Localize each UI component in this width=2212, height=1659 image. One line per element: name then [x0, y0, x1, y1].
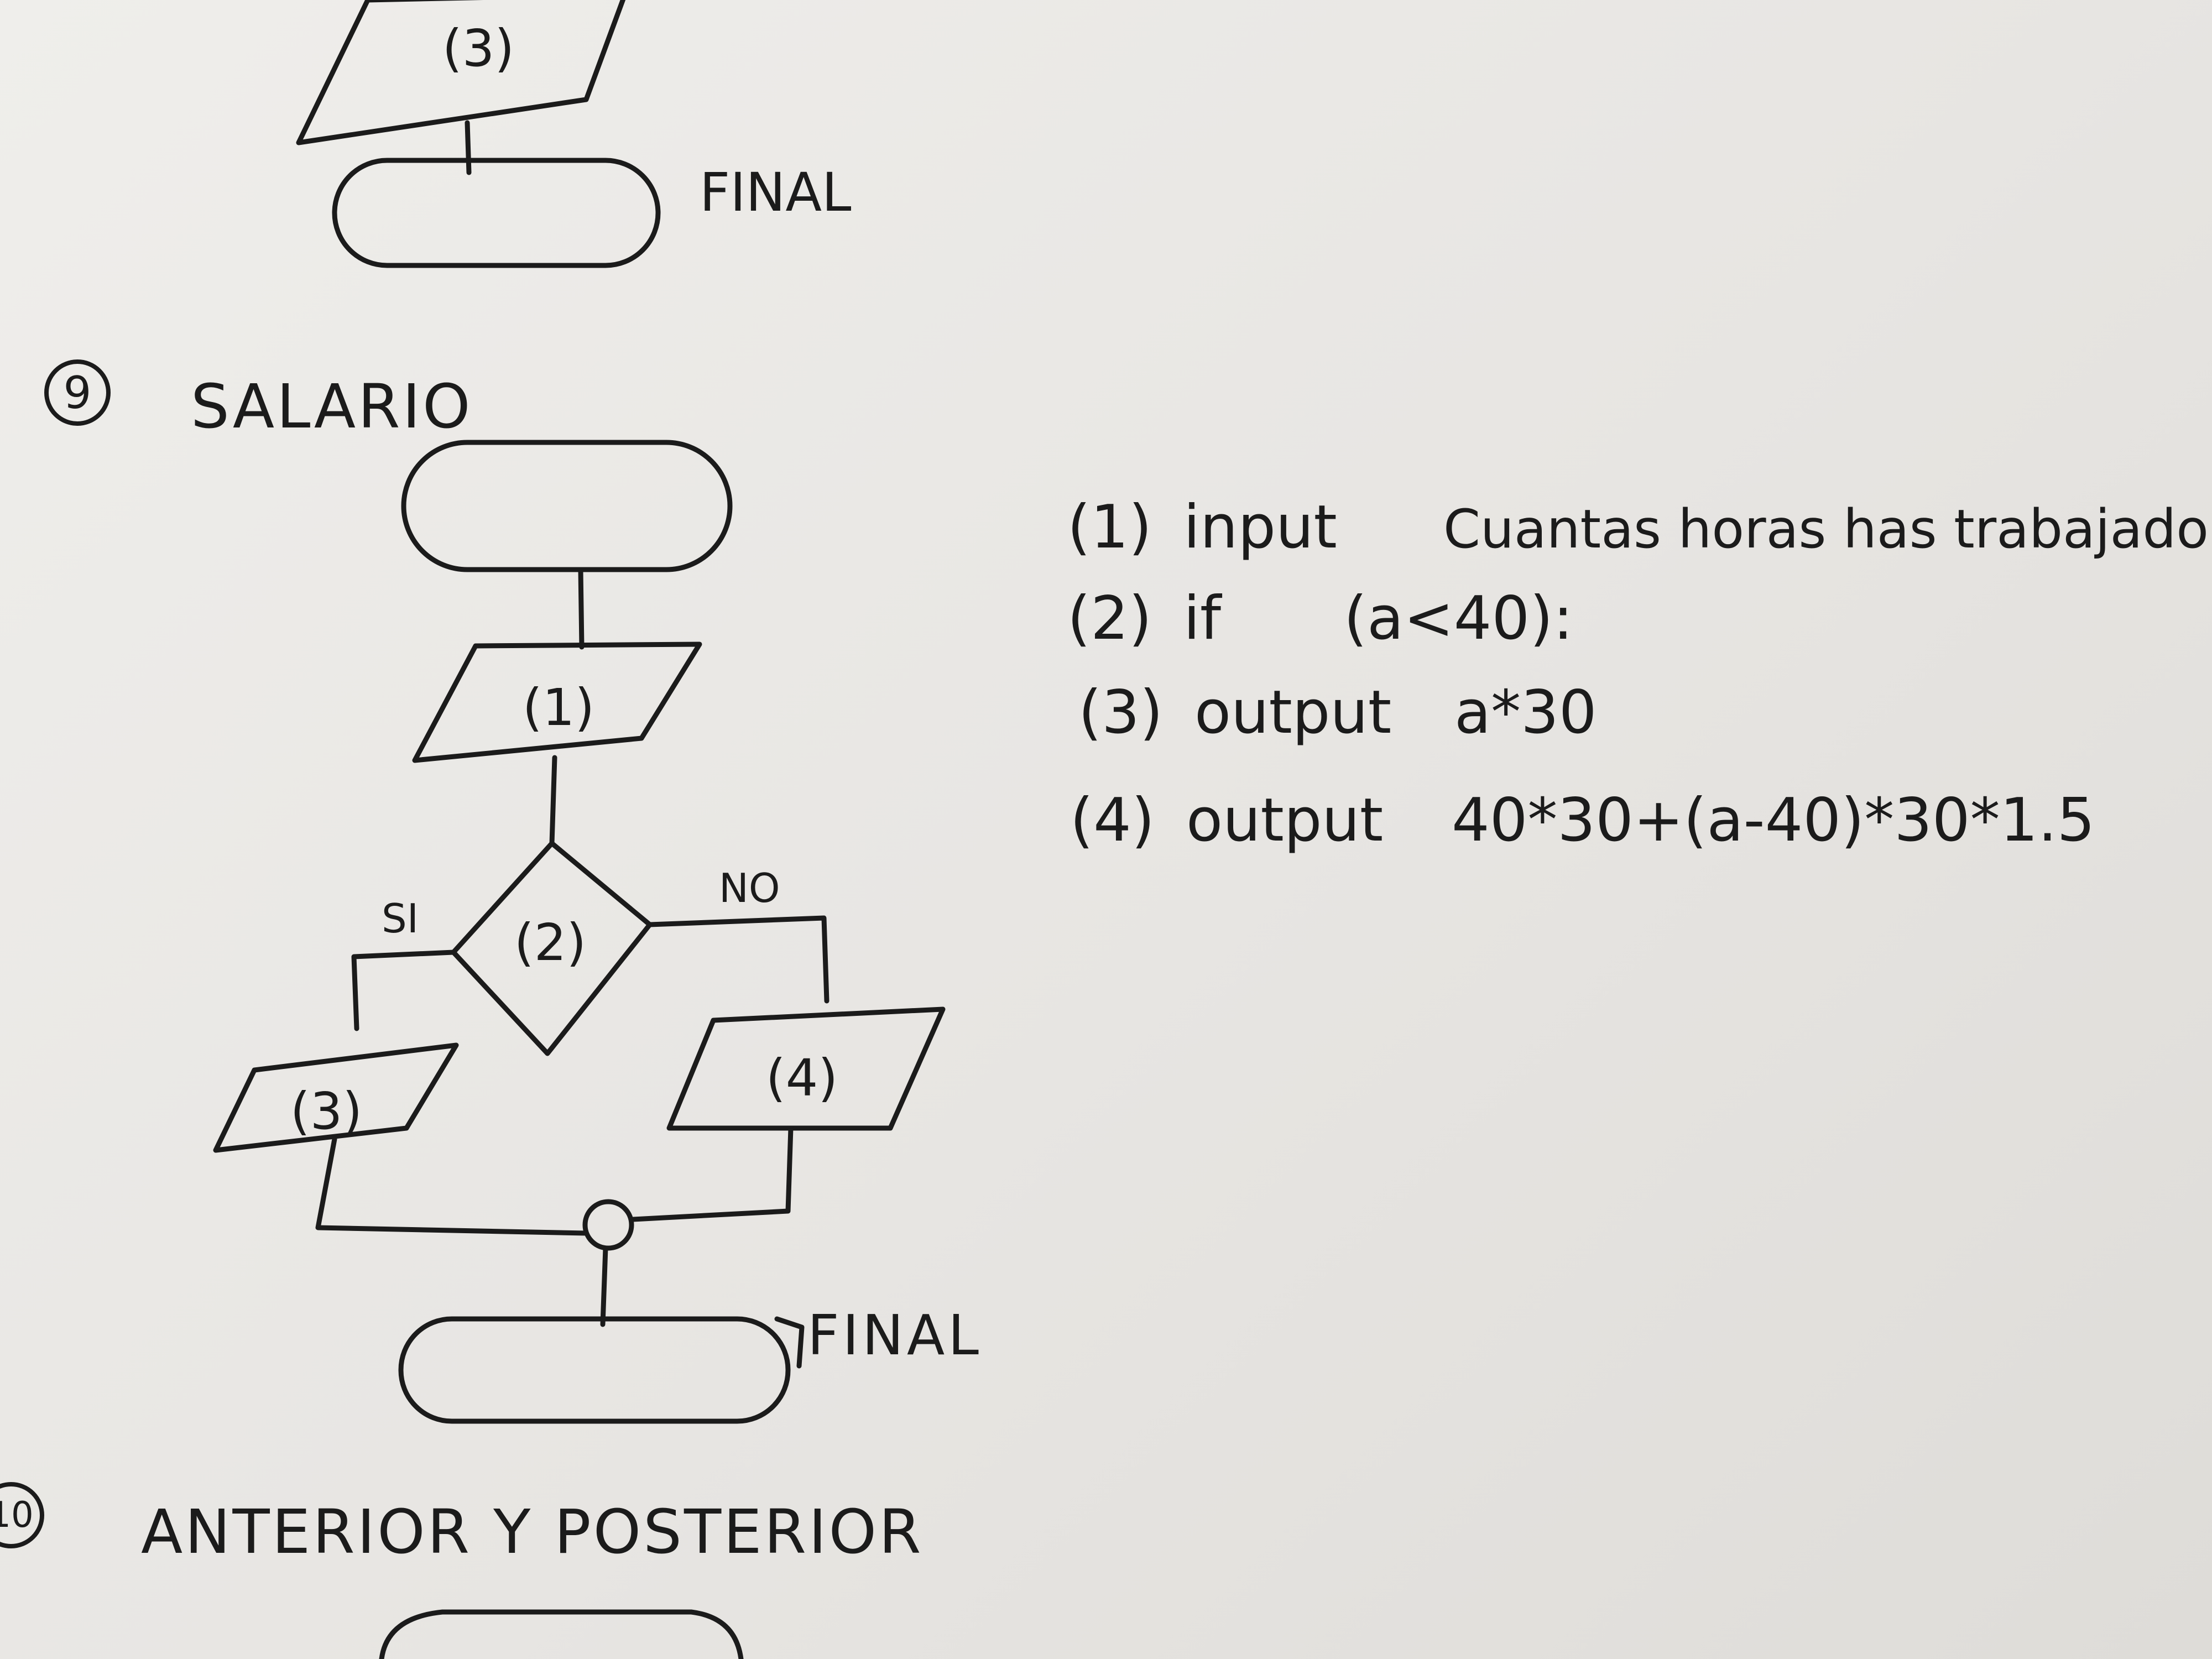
branch-no-label: NO: [719, 865, 780, 911]
end-terminator: [398, 1316, 791, 1424]
prev-output-parallelogram: [296, 0, 626, 145]
next-exercise-title: ANTERIOR Y POSTERIOR: [141, 1496, 924, 1567]
connector-input-decision: [549, 755, 557, 846]
exercise-number-circle: 9: [44, 359, 111, 426]
prev-final-label: FINAL: [700, 161, 852, 223]
output-no-label: (4): [765, 1048, 838, 1108]
prev-connector: [465, 120, 472, 175]
next-start-terminator: [379, 1609, 744, 1659]
decision-shape-label: (2): [514, 913, 587, 972]
step-2-keyword: if: [1183, 584, 1222, 653]
final-label: FINAL: [807, 1303, 982, 1368]
step-3-text: a*30: [1454, 678, 1597, 747]
exercise-title: SALARIO: [191, 371, 473, 442]
input-parallelogram: [412, 641, 702, 763]
start-terminator: [401, 440, 733, 572]
step-line-2: (2)if(a<40):: [1067, 589, 1573, 649]
connector-yes-branch: [351, 950, 456, 1031]
final-bracket-mark: [774, 1316, 805, 1369]
merge-connector-circle: [582, 1199, 634, 1251]
branch-yes-label: SI: [382, 895, 419, 942]
step-1-text: Cuantas horas has trabajado: [1443, 498, 2209, 560]
step-4-text: 40*30+(a-40)*30*1.5: [1452, 786, 2095, 855]
step-4-number: (4): [1070, 786, 1155, 855]
connector-no-to-merge: [630, 1125, 794, 1222]
step-4-keyword: output: [1186, 786, 1384, 855]
prev-output-label: (3): [442, 19, 515, 78]
output-no-parallelogram: [666, 1006, 946, 1131]
step-1-number: (1): [1067, 493, 1152, 562]
connector-no-branch: [647, 915, 830, 1004]
connector-start-input: [578, 567, 585, 650]
connector-yes-to-merge: [315, 1136, 589, 1236]
input-shape-label: (1): [522, 678, 595, 737]
decision-diamond: [451, 841, 653, 1056]
connector-merge-end: [600, 1245, 608, 1327]
exercise-number: 9: [63, 367, 92, 419]
next-exercise-number-circle: 10: [0, 1482, 44, 1548]
step-1-keyword: input: [1183, 493, 1337, 562]
step-3-number: (3): [1078, 678, 1163, 747]
output-yes-label: (3): [290, 1082, 363, 1141]
prev-end-terminator: [332, 158, 661, 268]
step-2-text: (a<40):: [1344, 584, 1573, 653]
step-3-keyword: output: [1194, 678, 1392, 747]
step-2-number: (2): [1067, 584, 1152, 653]
output-yes-parallelogram: [213, 1042, 459, 1153]
next-exercise-number: 10: [0, 1495, 34, 1536]
